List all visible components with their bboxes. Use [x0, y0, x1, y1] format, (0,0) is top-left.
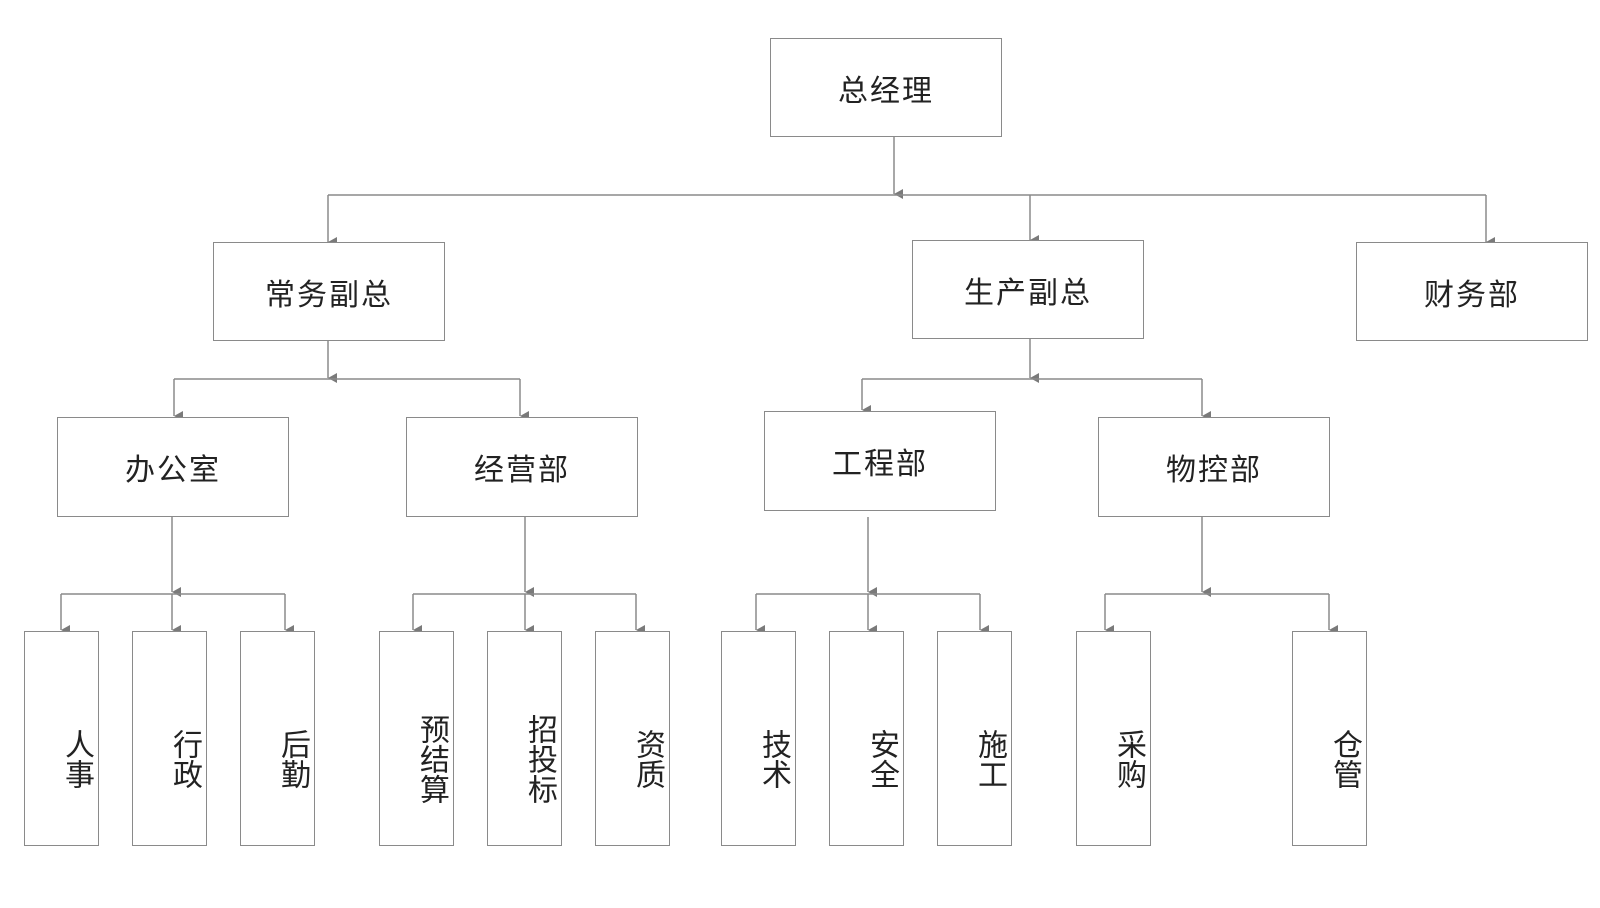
node-office: 办公室 — [57, 417, 289, 517]
node-purchasing: 采购 — [1076, 631, 1151, 846]
node-hr: 人事 — [24, 631, 99, 846]
node-logistics: 后勤 — [240, 631, 315, 846]
node-material-control: 物控部 — [1098, 417, 1330, 517]
node-technology: 技术 — [721, 631, 796, 846]
node-admin: 行政 — [132, 631, 207, 846]
node-construction: 施工 — [937, 631, 1012, 846]
node-ceo: 总经理 — [770, 38, 1002, 137]
node-safety: 安全 — [829, 631, 904, 846]
node-qualification: 资质 — [595, 631, 670, 846]
node-warehouse: 仓管 — [1292, 631, 1367, 846]
node-finance: 财务部 — [1356, 242, 1588, 341]
node-business: 经营部 — [406, 417, 638, 517]
node-vp-general: 常务副总 — [213, 242, 445, 341]
node-vp-production: 生产副总 — [912, 240, 1144, 339]
node-bidding: 招投标 — [487, 631, 562, 846]
node-engineering: 工程部 — [764, 411, 996, 511]
node-budget: 预结算 — [379, 631, 454, 846]
